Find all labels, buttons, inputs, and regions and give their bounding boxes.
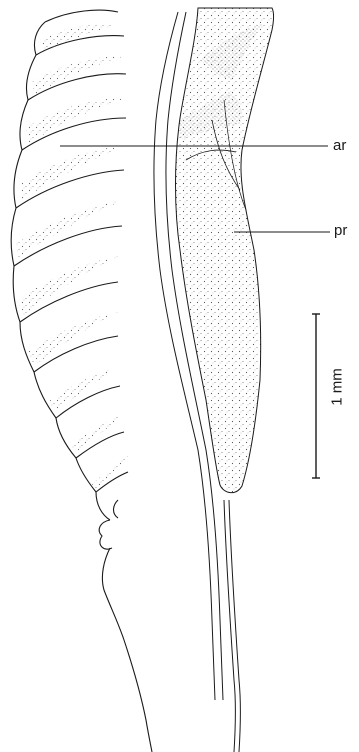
label-ar: ar	[333, 138, 346, 153]
segmented-body	[11, 10, 152, 752]
stippled-organ	[176, 8, 274, 493]
label-pr: pr	[334, 223, 347, 238]
scale-bar-label: 1 mm	[330, 368, 345, 406]
scale-bar	[312, 314, 320, 478]
segment-rings	[14, 10, 128, 492]
